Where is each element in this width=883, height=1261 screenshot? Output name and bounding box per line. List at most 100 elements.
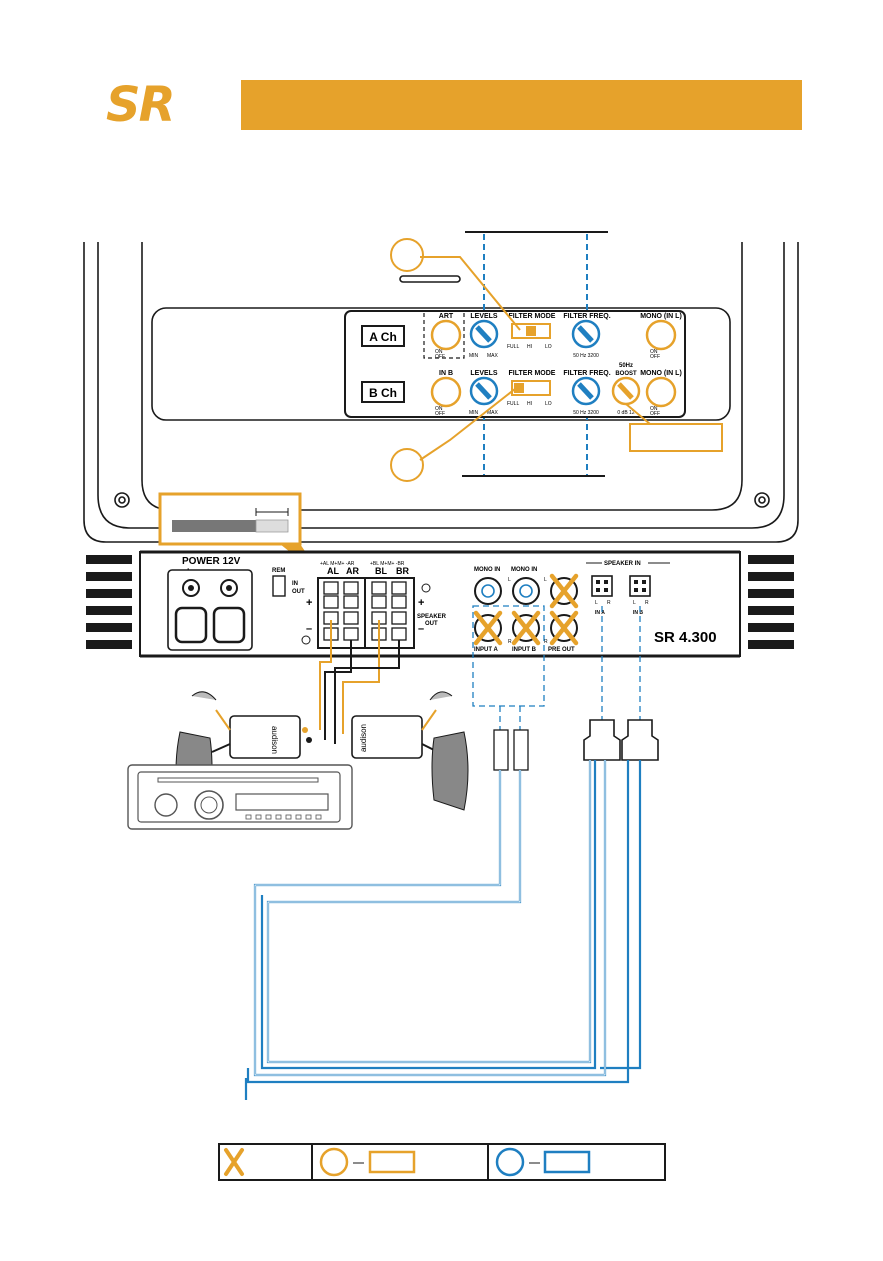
svg-text:OUT: OUT — [292, 589, 305, 595]
svg-text:MAX: MAX — [487, 353, 499, 359]
svg-text:BR: BR — [396, 566, 409, 576]
svg-text:50 Hz 3200: 50 Hz 3200 — [573, 410, 599, 416]
amplifier-top — [83, 242, 799, 543]
speaker-wires — [319, 620, 400, 744]
callout-circle-top — [390, 238, 424, 272]
svg-text:+: + — [418, 597, 424, 609]
blue-rect-icon — [543, 1150, 591, 1174]
svg-text:HI: HI — [527, 344, 532, 350]
filter-freq-a-label: FILTER FREQ. — [563, 313, 610, 320]
levels-a-label: LEVELS — [470, 313, 498, 320]
ch-b-label: B Ch — [369, 386, 397, 400]
rem-switch[interactable] — [272, 575, 286, 597]
svg-text:IN A: IN A — [595, 610, 605, 616]
head-unit — [127, 764, 353, 830]
model-label: SR 4.300 — [654, 629, 717, 646]
rem-label: REM — [272, 568, 285, 574]
amp-front: POWER 12V + – REM IN OUT +AL M+M+ -AR AL… — [86, 550, 794, 658]
svg-text:R: R — [544, 639, 548, 645]
svg-text:LO: LO — [545, 344, 552, 350]
control-panel: A Ch B Ch ART ON OFF IN B ON OFF LEVELS … — [344, 310, 686, 418]
svg-text:MIN: MIN — [469, 410, 479, 416]
iso-plugs — [583, 719, 659, 761]
svg-text:SPEAKER: SPEAKER — [417, 614, 447, 620]
svg-text:INPUT A: INPUT A — [474, 647, 498, 653]
svg-text:ON: ON — [435, 406, 443, 412]
svg-text:AR: AR — [346, 566, 359, 576]
svg-text:OFF: OFF — [435, 411, 445, 417]
svg-text:PRE OUT: PRE OUT — [548, 647, 575, 653]
svg-text:FULL: FULL — [507, 401, 519, 407]
rca-input-b-l[interactable] — [512, 577, 540, 605]
svg-text:0 dB 12: 0 dB 12 — [617, 410, 634, 416]
boost-label: BOOST — [615, 371, 637, 377]
svg-text:R: R — [607, 600, 611, 606]
art-label: ART — [439, 313, 454, 320]
rca-plugs — [493, 729, 529, 771]
svg-text:ON: ON — [435, 349, 443, 355]
orange-rect-icon — [368, 1150, 416, 1174]
power-label: POWER 12V — [182, 556, 241, 567]
filter-freq-b-label: FILTER FREQ. — [563, 370, 610, 377]
svg-text:audison: audison — [270, 726, 279, 754]
svg-text:–: – — [418, 623, 424, 635]
filter-mode-b-label: FILTER MODE — [509, 370, 556, 377]
svg-text:OFF: OFF — [435, 354, 445, 360]
callout-circle-bottom — [390, 448, 424, 482]
legend — [218, 1143, 666, 1181]
svg-text:ON: ON — [650, 406, 658, 412]
svg-text:FULL: FULL — [507, 344, 519, 350]
levels-b-label: LEVELS — [470, 370, 498, 377]
svg-text:OFF: OFF — [650, 411, 660, 417]
ch-b-box — [361, 381, 405, 403]
speaker-in-b-plug[interactable] — [629, 575, 651, 597]
mono-b-label: MONO (IN L) — [640, 370, 682, 377]
svg-text:IN B: IN B — [633, 610, 643, 616]
mono-in-1-label: MONO IN — [474, 567, 500, 573]
mono-a-switch[interactable] — [645, 319, 677, 351]
svg-text:R: R — [645, 600, 649, 606]
svg-text:+: + — [306, 597, 312, 609]
in-b-switch[interactable] — [430, 376, 462, 408]
mono-a-label: MONO (IN L) — [640, 313, 682, 320]
svg-text:50 Hz 3200: 50 Hz 3200 — [573, 353, 599, 359]
svg-text:IN: IN — [292, 581, 298, 587]
not-used-crosses — [473, 573, 579, 646]
cross-icon — [224, 1148, 244, 1176]
svg-text:AL: AL — [327, 566, 339, 576]
rca-input-a-l[interactable] — [474, 577, 502, 605]
in-b-label: IN B — [439, 370, 453, 377]
orange-circle-icon — [319, 1147, 349, 1177]
svg-text:L: L — [595, 600, 598, 606]
art-switch[interactable] — [430, 319, 462, 351]
blue-circle-icon — [495, 1147, 525, 1177]
signal-cables-white — [254, 760, 606, 1076]
ch-a-label: A Ch — [369, 330, 397, 344]
svg-text:HI: HI — [527, 401, 532, 407]
mono-b-switch[interactable] — [645, 376, 677, 408]
svg-text:audison: audison — [359, 724, 368, 752]
filter-mode-a-label: FILTER MODE — [509, 313, 556, 320]
speaker-in-label: SPEAKER IN — [604, 561, 641, 567]
svg-text:ON: ON — [650, 349, 658, 355]
svg-text:MIN: MIN — [469, 353, 479, 359]
speaker-right: audison — [351, 691, 469, 811]
mono-in-2-label: MONO IN — [511, 567, 537, 573]
svg-text:L: L — [508, 577, 511, 583]
brand-logo: SR — [106, 77, 176, 133]
speaker-in-a-plug[interactable] — [591, 575, 613, 597]
svg-text:INPUT B: INPUT B — [512, 647, 537, 653]
callout-rect-boost — [629, 423, 723, 452]
crossover-right — [351, 715, 423, 759]
brand-box — [81, 80, 241, 130]
svg-text:R: R — [508, 639, 512, 645]
svg-text:LO: LO — [545, 401, 552, 407]
callouts — [390, 238, 723, 482]
svg-text:MAX: MAX — [487, 410, 499, 416]
ch-a-box — [361, 325, 405, 347]
svg-text:OFF: OFF — [650, 354, 660, 360]
svg-text:L: L — [544, 577, 547, 583]
speaker-right-woofer — [431, 731, 469, 811]
svg-text:+BL M+M+ -BR: +BL M+M+ -BR — [370, 561, 405, 567]
